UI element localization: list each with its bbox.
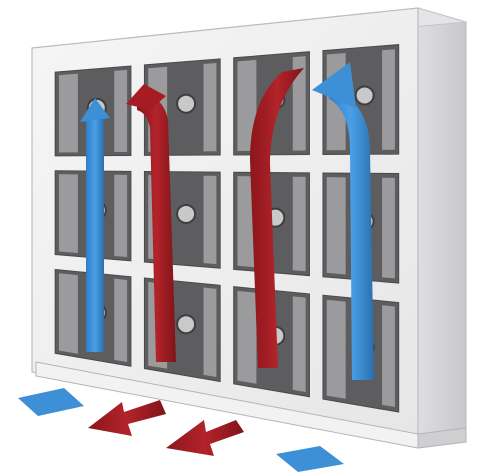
module-panel-r1-c1 bbox=[59, 74, 78, 153]
module-rail-r1-c1 bbox=[114, 70, 127, 152]
module-rail-r3-c3 bbox=[293, 296, 306, 392]
module-port-r1-c4 bbox=[356, 86, 374, 104]
module-rail-r1-c2 bbox=[204, 63, 217, 151]
module-panel-r2-c1 bbox=[59, 174, 78, 253]
warm-air-floor-outlet-left bbox=[88, 400, 166, 436]
module-rail-r2-c1 bbox=[114, 175, 127, 257]
module-port-r3-c2 bbox=[177, 315, 195, 333]
module-rail-r3-c2 bbox=[204, 288, 217, 377]
module-panel-r3-c3 bbox=[237, 291, 256, 384]
module-rail-r3-c1 bbox=[114, 279, 127, 362]
module-panel-r3-c1 bbox=[59, 273, 78, 354]
module-rail-r2-c4 bbox=[382, 178, 395, 279]
module-rail-r2-c2 bbox=[204, 176, 217, 264]
module-rail-r1-c4 bbox=[382, 49, 395, 150]
module-rail-r2-c3 bbox=[293, 177, 306, 271]
cold-air-floor-inlet-right bbox=[276, 446, 344, 472]
module-port-r2-c2 bbox=[177, 205, 195, 223]
module-port-r1-c2 bbox=[177, 95, 195, 113]
module-rail-r3-c4 bbox=[382, 305, 395, 407]
cold-air-floor-inlet-left bbox=[18, 388, 84, 416]
warm-air-floor-outlet-right bbox=[166, 420, 244, 456]
cold-air-stream-1 bbox=[86, 116, 104, 352]
frame-side-panel bbox=[418, 8, 466, 446]
module-panel-r2-c4 bbox=[327, 177, 346, 274]
module-panel-r3-c4 bbox=[327, 300, 346, 399]
